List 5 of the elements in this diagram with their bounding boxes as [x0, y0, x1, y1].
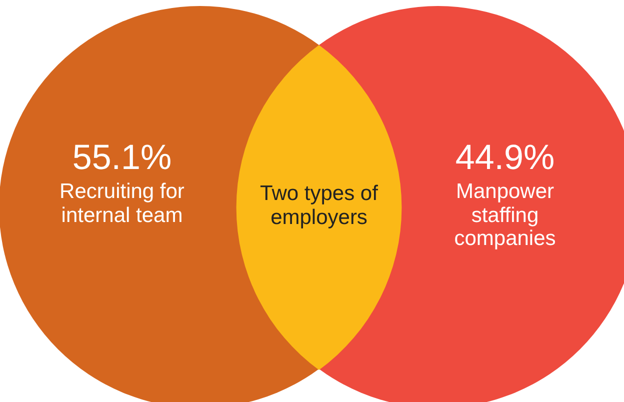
- overlap-label: Two types of employers: [259, 182, 379, 230]
- percentage-value: 44.9%: [454, 140, 556, 175]
- circle-label: Manpower staffing companies: [453, 180, 557, 251]
- circle-label: Recruiting for internal team: [58, 180, 186, 228]
- percentage-value: 55.1%: [71, 140, 173, 175]
